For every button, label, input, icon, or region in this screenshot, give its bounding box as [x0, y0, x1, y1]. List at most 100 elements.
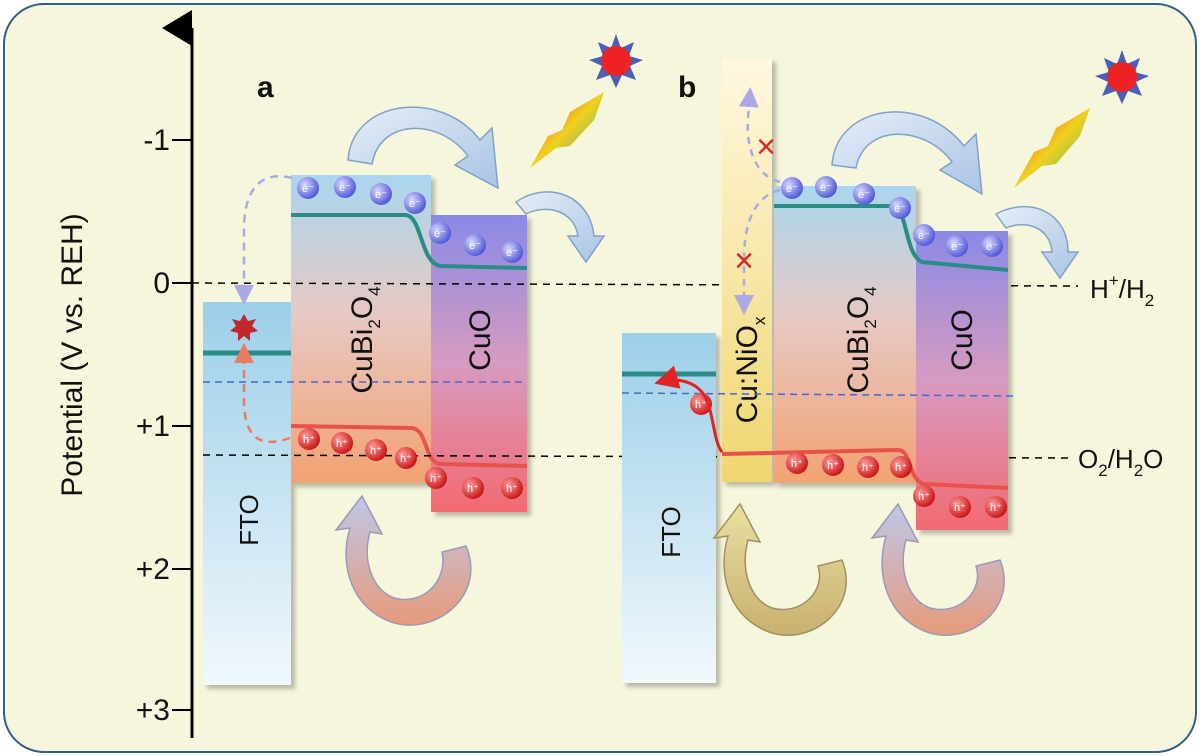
hole-b2: h⁺ [822, 454, 844, 476]
hole-b5: h⁺ [913, 485, 935, 507]
svg-text:e⁻: e⁻ [469, 240, 481, 252]
tick-label-plus2: +2 [136, 553, 170, 586]
svg-text:e⁻: e⁻ [786, 183, 798, 195]
h-couple-line [191, 282, 1079, 287]
hole-a6: h⁺ [462, 477, 484, 499]
hole-a4: h⁺ [395, 447, 417, 469]
blocked-mark-upper: × [756, 128, 776, 166]
cuo-label-a: CuO [464, 309, 497, 371]
valence-band-edge-a [290, 424, 528, 468]
electron-b7: e⁻ [981, 235, 1003, 257]
sun-icon-a [589, 34, 643, 88]
svg-text:e⁻: e⁻ [986, 241, 998, 253]
hole-transfer-path-a [234, 343, 291, 444]
hole-b1: h⁺ [786, 452, 808, 474]
svg-text:h⁺: h⁺ [467, 483, 479, 495]
svg-text:h⁺: h⁺ [506, 483, 518, 495]
curved-arrow-bottom-b1 [712, 502, 847, 636]
panel-a-letter: a [257, 71, 274, 104]
curved-arrow-top-b [831, 111, 983, 196]
curved-arrow-right-a [514, 191, 606, 264]
fto-label-b: FTO [656, 506, 686, 558]
electron-a3: e⁻ [370, 183, 392, 205]
lightning-bolt-icon-a [530, 92, 604, 168]
svg-text:h⁺: h⁺ [430, 473, 442, 485]
hole-b6: h⁺ [949, 496, 971, 518]
hole-transfer-path-b [654, 365, 724, 453]
hole-a1: h⁺ [298, 428, 320, 450]
svg-text:h⁺: h⁺ [990, 502, 1002, 514]
electron-a2: e⁻ [334, 176, 356, 198]
electron-a1: e⁻ [297, 177, 319, 199]
electron-a4: e⁻ [404, 192, 426, 214]
curved-arrow-bottom-b2 [870, 502, 1005, 636]
background-panel [3, 3, 1197, 753]
svg-text:e⁻: e⁻ [434, 228, 446, 240]
svg-text:e⁻: e⁻ [339, 182, 351, 194]
cunio-label: Cu:NiOx [731, 316, 769, 423]
blocked-mark-lower: × [734, 242, 754, 280]
svg-text:e⁻: e⁻ [820, 182, 832, 194]
cuo-block-b [916, 231, 1008, 530]
curved-arrow-right-b [994, 205, 1080, 280]
conduction-band-edge-a [291, 213, 528, 270]
svg-text:h⁺: h⁺ [918, 491, 930, 503]
svg-text:h⁺: h⁺ [400, 453, 412, 465]
svg-text:h⁺: h⁺ [303, 434, 315, 446]
svg-text:h⁺: h⁺ [954, 502, 966, 514]
tick-label-plus1: +1 [136, 410, 170, 443]
tick-label-0: 0 [153, 267, 170, 300]
lightning-bolt-icon-b [1014, 108, 1090, 188]
curved-arrow-top-a [347, 106, 499, 190]
electron-b1: e⁻ [781, 177, 803, 199]
tick-label-minus1: -1 [143, 124, 170, 157]
curved-arrow-bottom-a [334, 494, 472, 626]
panel-b-letter: b [678, 71, 696, 104]
electron-a7: e⁻ [501, 241, 523, 263]
cubi2o4-block-b [774, 186, 916, 483]
fto-label-a: FTO [234, 494, 264, 546]
hole-a7: h⁺ [501, 477, 523, 499]
tick-label-plus3: +3 [136, 694, 170, 727]
hole-b7: h⁺ [985, 496, 1007, 518]
cubi2o4-label-b: CuBi2O4 [842, 286, 880, 393]
electron-b4: e⁻ [889, 197, 911, 219]
hole-a2: h⁺ [331, 432, 353, 454]
electron-transfer-path-a [234, 175, 293, 305]
o-couple-label: O2/H2O [1078, 444, 1163, 480]
hole-a5: h⁺ [425, 467, 447, 489]
svg-text:h⁺: h⁺ [862, 462, 874, 474]
fto-block-a [203, 302, 291, 685]
tick-marks [172, 139, 192, 711]
electron-b5: e⁻ [913, 224, 935, 246]
svg-text:e⁻: e⁻ [894, 203, 906, 215]
svg-text:h⁺: h⁺ [791, 458, 803, 470]
svg-text:h⁺: h⁺ [370, 445, 382, 457]
cubi2o4-label-a: CuBi2O4 [346, 286, 384, 393]
svg-text:e⁻: e⁻ [506, 247, 518, 259]
blocked-electron-path-b2 [734, 188, 781, 315]
svg-text:e⁻: e⁻ [951, 241, 963, 253]
blocked-electron-path-b [738, 87, 781, 184]
electron-b3: e⁻ [853, 183, 875, 205]
axis-label: Potential (V vs. REH) [56, 213, 89, 496]
svg-text:e⁻: e⁻ [302, 183, 314, 195]
svg-text:h⁺: h⁺ [895, 462, 907, 474]
electron-a6: e⁻ [464, 234, 486, 256]
electron-b6: e⁻ [946, 235, 968, 257]
svg-text:e⁻: e⁻ [858, 189, 870, 201]
svg-text:h⁺: h⁺ [695, 399, 707, 411]
svg-text:e⁻: e⁻ [409, 198, 421, 210]
sun-icon-b [1095, 50, 1149, 104]
svg-text:h⁺: h⁺ [336, 438, 348, 450]
recombination-star-icon [230, 314, 258, 341]
svg-text:e⁻: e⁻ [375, 189, 387, 201]
svg-text:e⁻: e⁻ [918, 230, 930, 242]
hole-b3: h⁺ [857, 456, 879, 478]
electron-a5: e⁻ [429, 222, 451, 244]
h-couple-label: H+/H2 [1090, 271, 1154, 310]
blue-reference-line-b [621, 392, 1019, 397]
hole-b4: h⁺ [890, 456, 912, 478]
svg-text:h⁺: h⁺ [827, 460, 839, 472]
